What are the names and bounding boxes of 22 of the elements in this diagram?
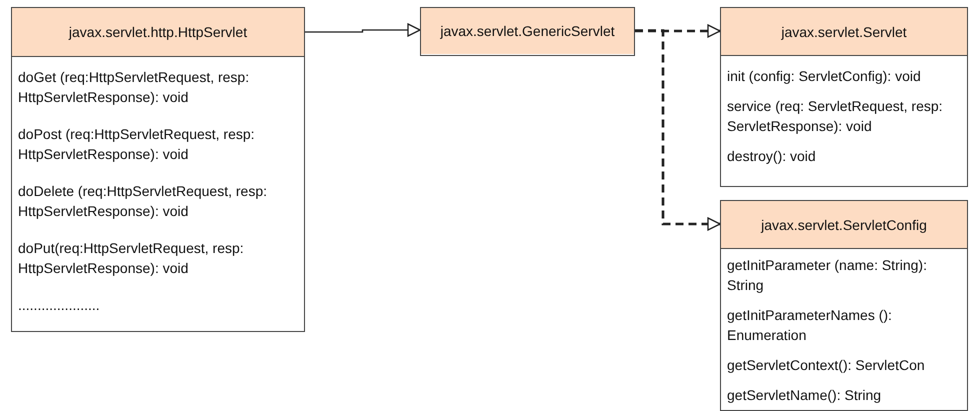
dashed-arrow (635, 29, 721, 231)
class-name: javax.servlet.http.HttpServlet (12, 8, 304, 57)
class-box (720, 7, 968, 187)
class-name: javax.servlet.ServletConfig (721, 201, 967, 249)
class-name: javax.servlet.GenericServlet (421, 8, 634, 54)
arrow (305, 23, 421, 37)
method-text: service (req: ServletRequest, resp: ServletResponse): void (727, 97, 944, 136)
method-text: doDelete (req:HttpServletRequest, resp: HttpServletResponse): void (18, 182, 268, 221)
method-text: getInitParameterNames (): Enumeration (727, 306, 893, 345)
dashed-arrow (635, 24, 721, 38)
method-text: init (config: ServletConfig): void (727, 67, 922, 86)
method-text: doPut(req:HttpServletRequest, resp: HttpServletResponse): void (18, 239, 245, 278)
method-text: getServletName(): String (727, 386, 882, 405)
method-text: destroy(): void (727, 147, 817, 166)
method-text: ..................... (18, 296, 101, 315)
class-box (720, 200, 968, 411)
method-text: doPost (req:HttpServletRequest, resp: HttpServletResponse): void (18, 125, 256, 164)
class-box (11, 7, 305, 332)
method-text: doGet (req:HttpServletRequest, resp: HttpServletResponse): void (18, 68, 250, 107)
method-text: getServletContext(): ServletCon (727, 356, 926, 375)
method-text: getInitParameter (name: String): String (727, 256, 928, 295)
class-name: javax.servlet.Servlet (721, 8, 967, 56)
